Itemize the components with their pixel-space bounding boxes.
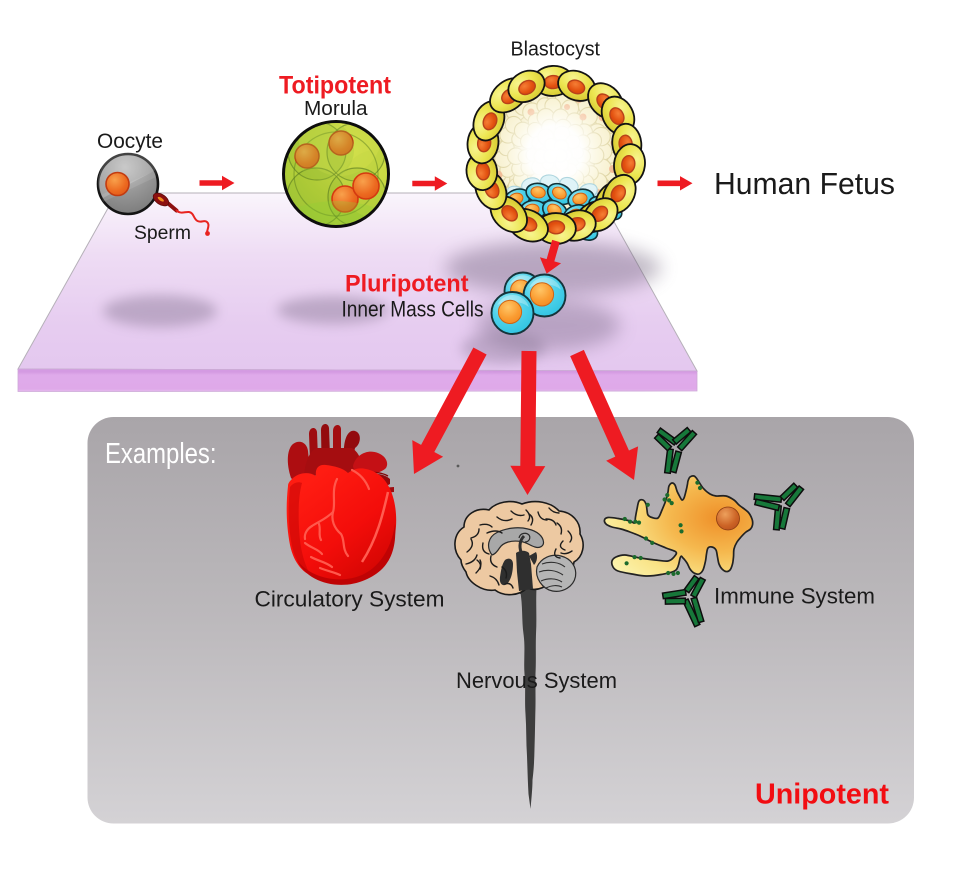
svg-text:Totipotent: Totipotent [279,72,392,100]
svg-text:Nervous System: Nervous System [456,668,617,693]
svg-text:Unipotent: Unipotent [755,779,890,811]
svg-text:Morula: Morula [304,98,368,120]
svg-text:Blastocyst: Blastocyst [511,39,601,61]
svg-text:Sperm: Sperm [134,223,191,244]
svg-text:Inner Mass Cells: Inner Mass Cells [342,297,484,322]
svg-text:Circulatory System: Circulatory System [255,587,445,612]
svg-text:Oocyte: Oocyte [97,130,163,153]
svg-text:Pluripotent: Pluripotent [345,271,469,298]
svg-text:Immune System: Immune System [714,584,875,609]
svg-text:Examples:: Examples: [105,438,217,470]
svg-text:Human Fetus: Human Fetus [714,167,895,201]
